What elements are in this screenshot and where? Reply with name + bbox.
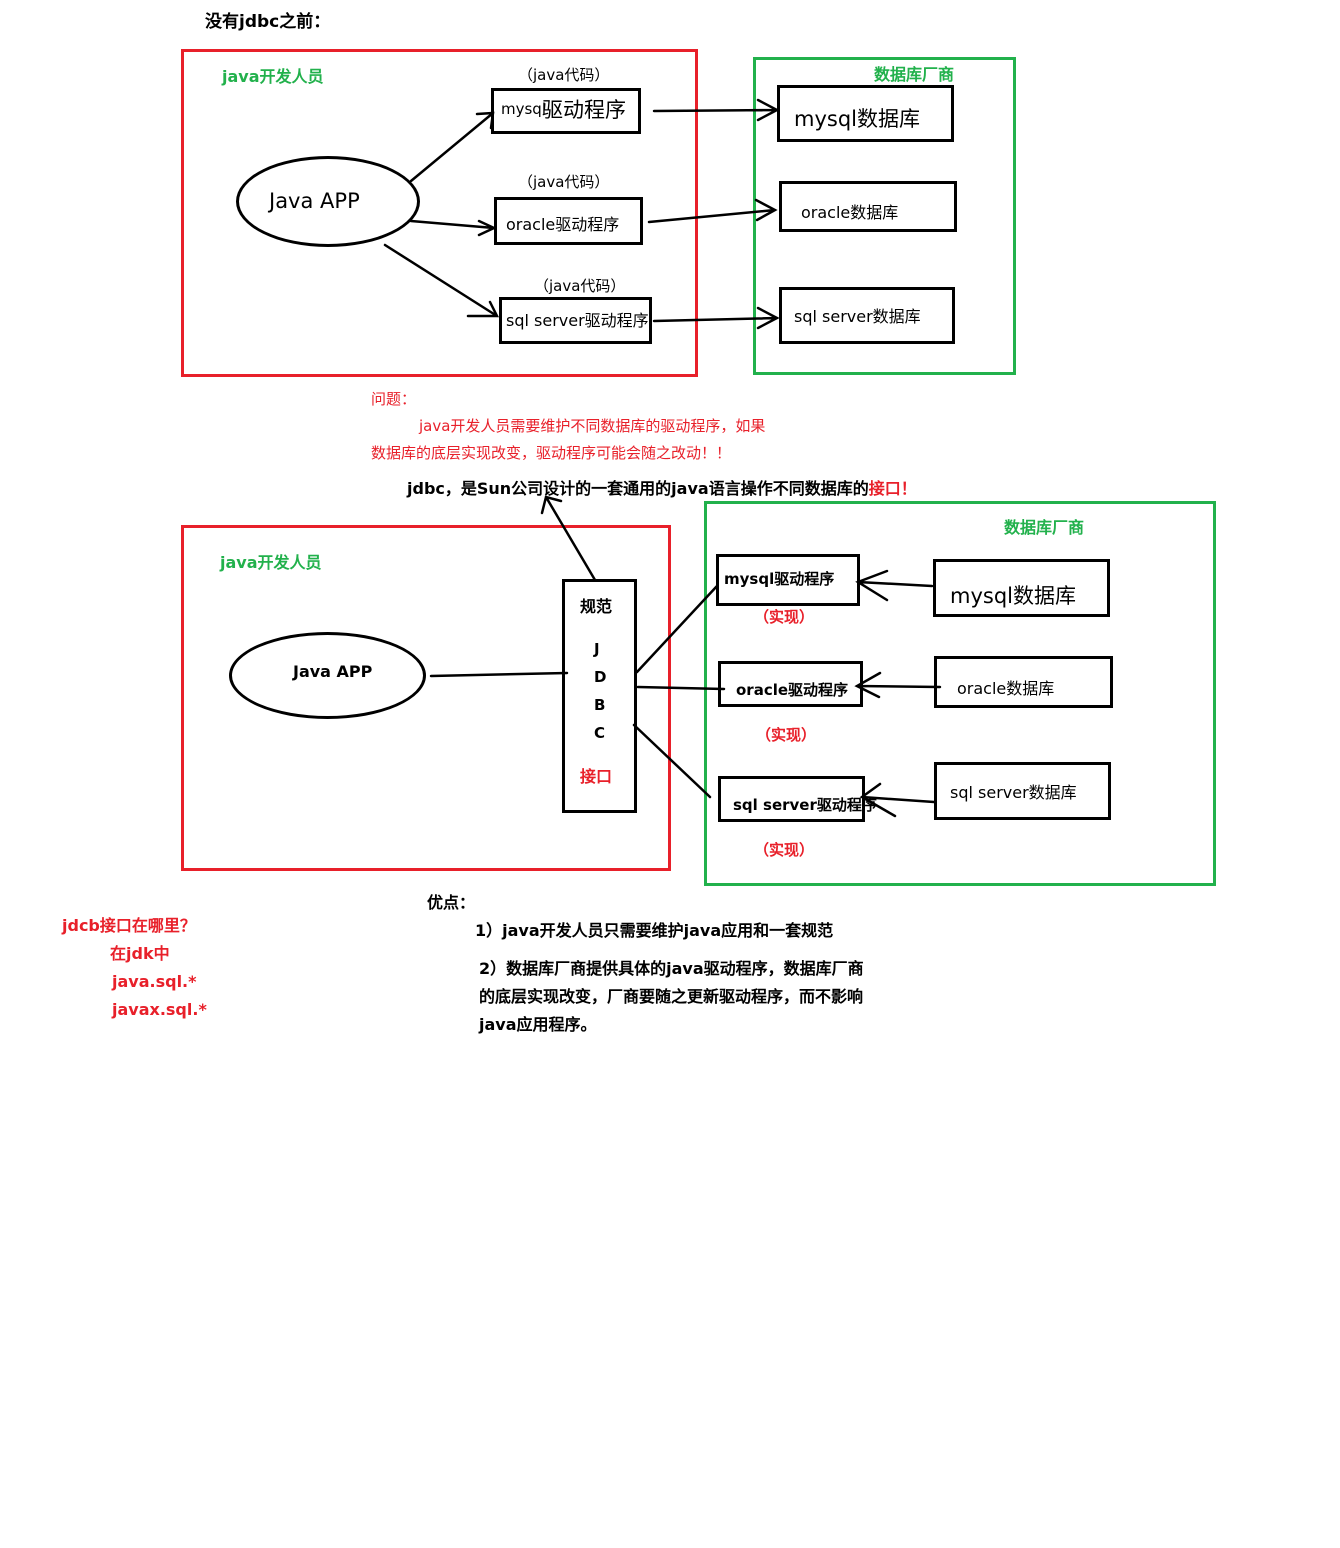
bottom-oracle-db-label: oracle数据库: [957, 679, 1055, 698]
top-java-app-label: Java APP: [269, 189, 360, 213]
advantage-2-line-3: java应用程序。: [479, 1015, 597, 1034]
jdbc-letter-b: B: [594, 696, 606, 714]
jdbc-letter-c: C: [594, 724, 606, 742]
bottom-java-app-label: Java APP: [293, 662, 373, 681]
top-sqlserver-driver-label: sql server驱动程序: [506, 311, 649, 330]
bottom-vendor-frame: [704, 501, 1216, 886]
bottom-sqlserver-db-box: sql server数据库: [934, 762, 1111, 820]
bottom-oracle-db-box: oracle数据库: [934, 656, 1113, 708]
bottom-mysql-driver-box: mysql驱动程序: [716, 554, 860, 606]
where-package-javax-sql: javax.sql.*: [112, 1000, 207, 1019]
bottom-mysql-db-box: mysql数据库: [933, 559, 1110, 617]
bottom-sqlserver-db-label: sql server数据库: [950, 783, 1077, 802]
bottom-java-app-node: [229, 632, 426, 719]
top-oracle-driver-box: oracle驱动程序: [494, 197, 643, 245]
jdbc-letter-d: D: [594, 668, 607, 686]
where-package-java-sql: java.sql.*: [112, 972, 197, 991]
top-mysql-db-label: mysql数据库: [794, 107, 920, 131]
bottom-mysql-db-label: mysql数据库: [950, 584, 1076, 608]
jdbc-definition: jdbc，是Sun公司设计的一套通用的java语言操作不同数据库的接口！: [407, 481, 917, 497]
bottom-sqlserver-driver-box: sql server驱动程序: [718, 776, 877, 822]
problem-line-1: java开发人员需要维护不同数据库的驱动程序，如果: [419, 417, 766, 435]
top-vendor-label: 数据库厂商: [874, 65, 955, 84]
jdbc-definition-text: jdbc，是Sun公司设计的一套通用的java语言操作不同数据库的: [407, 479, 869, 498]
java-code-note-oracle: （java代码）: [518, 173, 610, 191]
impl-note-oracle: （实现）: [756, 726, 817, 744]
java-code-note-mysql: （java代码）: [518, 66, 610, 84]
jdbc-letter-j: J: [594, 640, 600, 658]
top-oracle-db-box: oracle数据库: [779, 181, 957, 232]
jdbc-interface-label: 接口: [580, 767, 613, 786]
top-mysql-db-box: mysql数据库: [777, 85, 954, 142]
bottom-sqlserver-driver-label: sql server驱动程序: [733, 796, 877, 814]
problem-title: 问题：: [371, 390, 417, 408]
top-heading: 没有jdbc之前：: [205, 12, 331, 32]
java-code-note-sqlserver: （java代码）: [534, 277, 626, 295]
jdbc-spec-box: 规范 J D B C 接口: [562, 579, 637, 813]
top-sqlserver-db-label: sql server数据库: [794, 307, 921, 326]
advantage-1: 1）java开发人员只需要维护java应用和一套规范: [475, 921, 834, 940]
top-oracle-driver-label: oracle驱动程序: [506, 215, 620, 234]
advantage-2-line-1: 2）数据库厂商提供具体的java驱动程序，数据库厂商: [479, 959, 864, 978]
top-mysql-driver-prefix: mysql: [501, 100, 546, 118]
where-answer: 在jdk中: [110, 944, 170, 963]
top-mysql-driver-box: mysql 驱动程序: [491, 88, 641, 134]
advantages-title: 优点：: [427, 893, 476, 912]
top-java-app-node: [236, 156, 420, 247]
impl-note-mysql: （实现）: [754, 608, 815, 626]
top-mysql-driver-suffix: 驱动程序: [542, 98, 626, 122]
top-oracle-db-label: oracle数据库: [801, 203, 899, 222]
problem-line-2: 数据库的底层实现改变，驱动程序可能会随之改动！！: [371, 444, 732, 462]
top-sqlserver-driver-box: sql server驱动程序: [499, 297, 652, 344]
where-question: jdcb接口在哪里？: [62, 916, 196, 935]
top-sqlserver-db-box: sql server数据库: [779, 287, 955, 344]
bottom-oracle-driver-label: oracle驱动程序: [736, 681, 849, 699]
impl-note-sqlserver: （实现）: [754, 841, 815, 859]
advantage-2-line-2: 的底层实现改变，厂商要随之更新驱动程序，而不影响: [479, 987, 864, 1006]
bottom-developer-label: java开发人员: [220, 553, 322, 572]
bottom-oracle-driver-box: oracle驱动程序: [718, 661, 863, 707]
bottom-vendor-label: 数据库厂商: [1004, 518, 1085, 537]
jdbc-spec-title: 规范: [580, 597, 613, 616]
bottom-mysql-driver-label: mysql驱动程序: [724, 570, 835, 588]
bottom-developer-frame: [181, 525, 671, 871]
top-developer-label: java开发人员: [222, 67, 324, 86]
jdbc-definition-highlight: 接口！: [868, 479, 917, 498]
